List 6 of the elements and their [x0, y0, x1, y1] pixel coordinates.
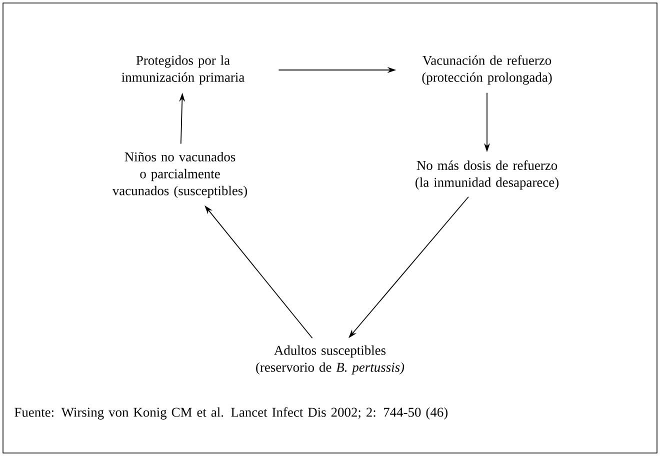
node-text: No más dosis de refuerzo (la inmunidad desaparece) [416, 160, 558, 190]
node-text: Protegidos por la inmunización primaria [122, 55, 244, 85]
node-text: Adultos susceptibles (reservorio de B. pertussis) [256, 345, 404, 375]
node-text: Niños no vacunados o parcialmente vacunados (susceptibles) [112, 152, 248, 198]
node-text: Vacunación de refuerzo (protección prolongada) [422, 55, 552, 85]
caption: Fuente: Wirsing von Konig CM et al. Lancet Infect Dis 2002; 2: 744-50 (46) [14, 407, 448, 420]
